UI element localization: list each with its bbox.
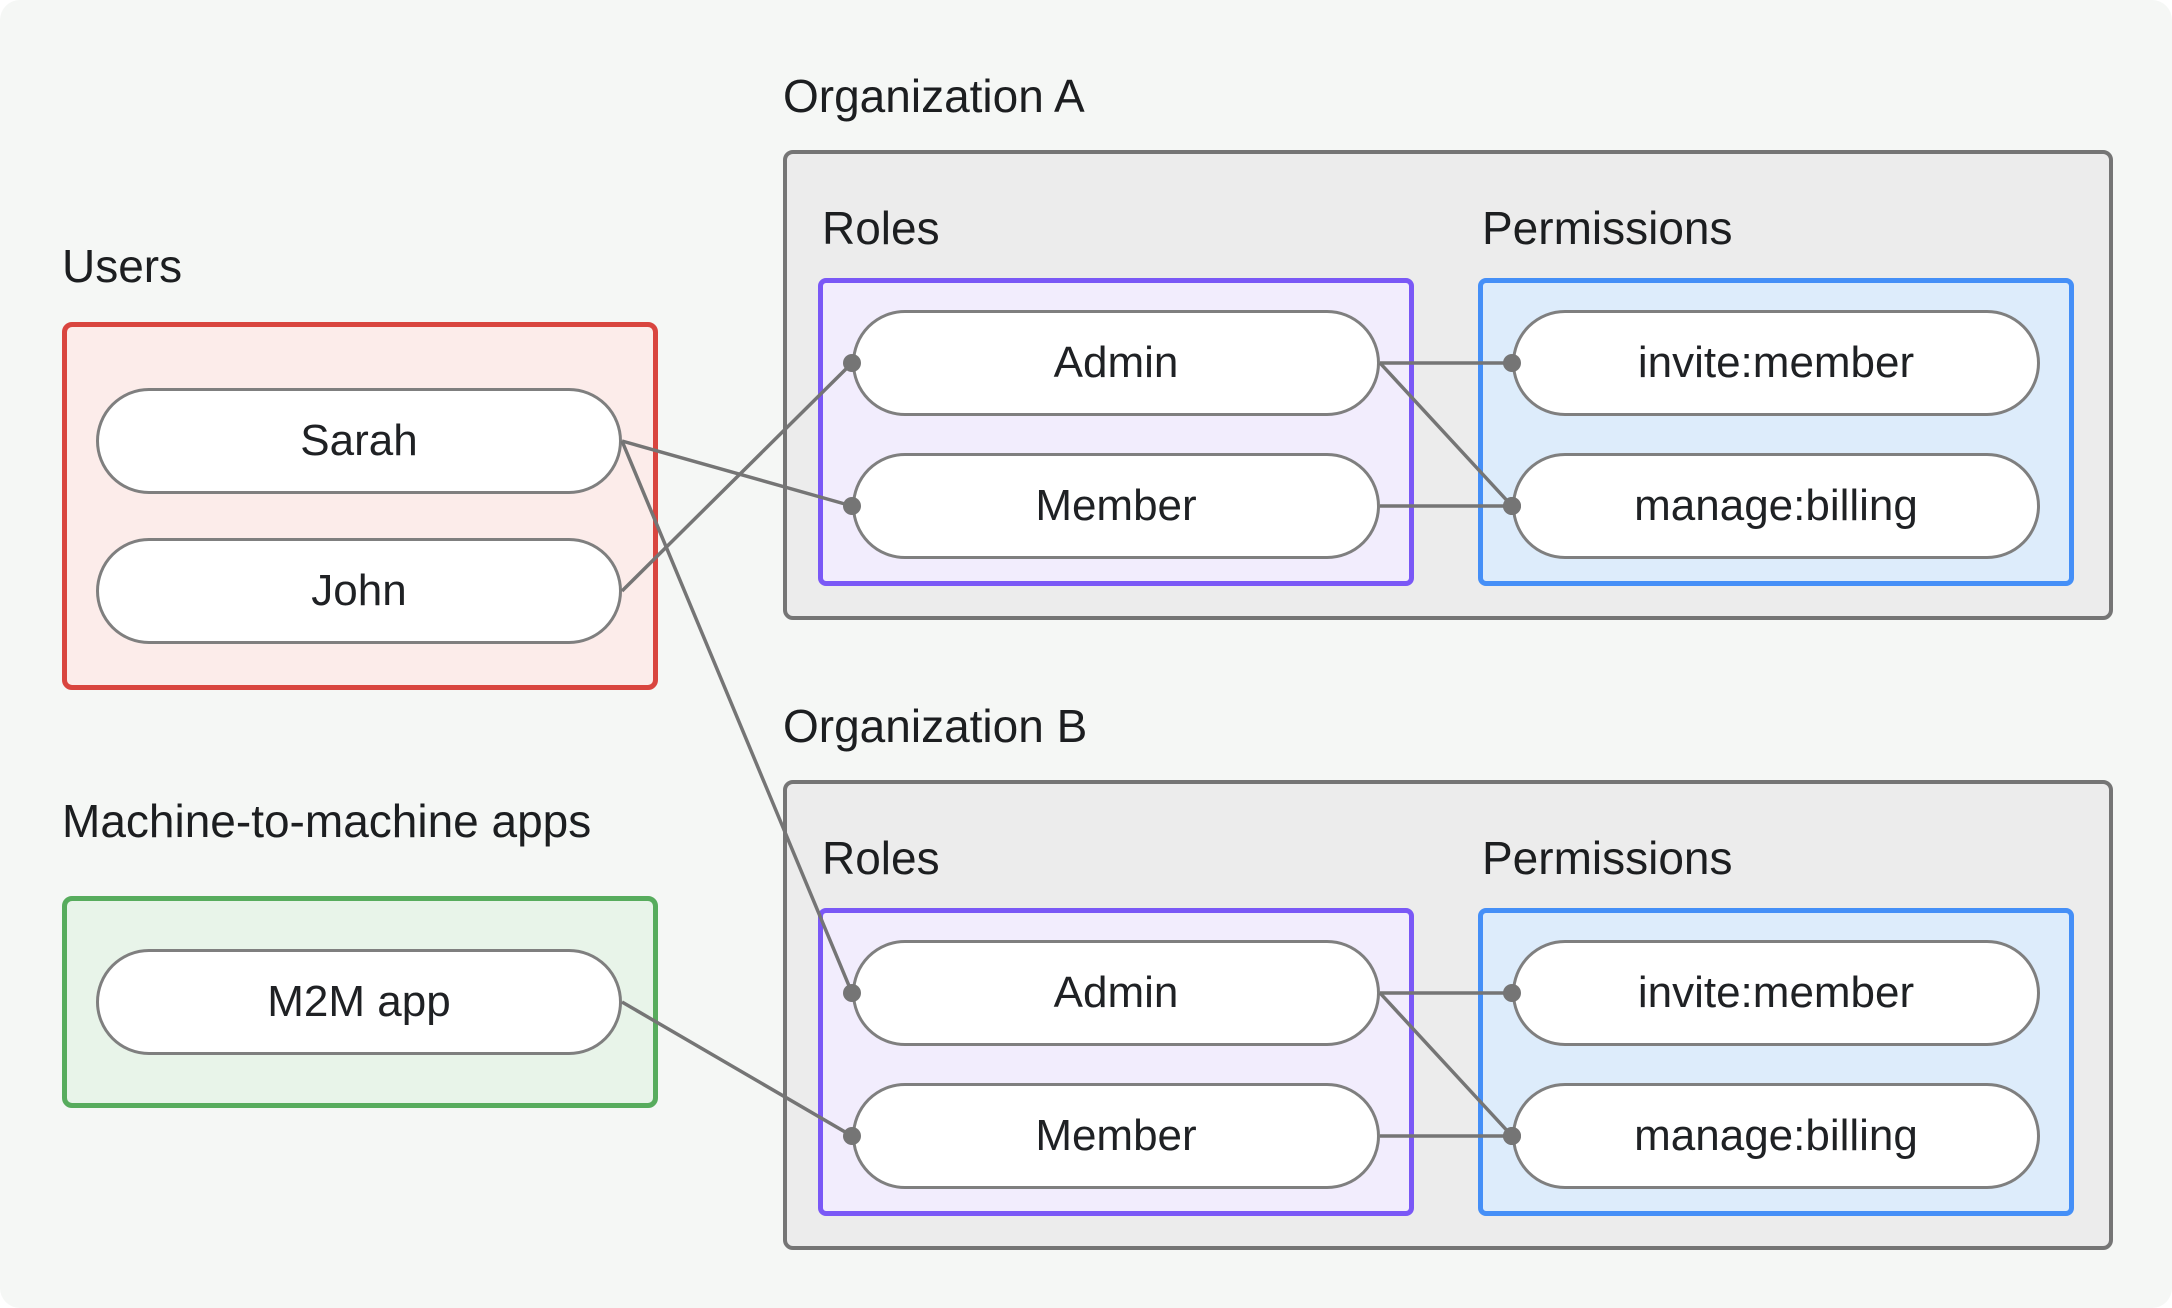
org-a-permissions-label: Permissions <box>1482 202 1733 254</box>
org-b-permissions-box: invite:member manage:billing <box>1478 908 2074 1216</box>
org-b-perm-manage-node: manage:billing <box>1512 1083 2040 1189</box>
m2m-app-node: M2M app <box>96 949 622 1055</box>
users-group-box: Sarah John <box>62 322 658 690</box>
m2m-group-box: M2M app <box>62 896 658 1108</box>
org-a-permissions-box: invite:member manage:billing <box>1478 278 2074 586</box>
users-section-label: Users <box>62 240 183 292</box>
org-a-role-member-node: Member <box>852 453 1380 559</box>
org-b-perm-invite-node: invite:member <box>1512 940 2040 1046</box>
org-a-perm-manage-node: manage:billing <box>1512 453 2040 559</box>
org-a-title: Organization A <box>783 70 1085 122</box>
org-b-permissions-label: Permissions <box>1482 832 1733 884</box>
org-b-roles-label: Roles <box>822 832 940 884</box>
m2m-section-label: Machine-to-machine apps <box>62 795 592 847</box>
user-node-john: John <box>96 538 622 644</box>
org-a-role-admin-node: Admin <box>852 310 1380 416</box>
user-node-sarah: Sarah <box>96 388 622 494</box>
org-a-box: Roles Permissions Admin Member invite:me… <box>783 150 2113 620</box>
org-b-role-member-node: Member <box>852 1083 1380 1189</box>
org-b-box: Roles Permissions Admin Member invite:me… <box>783 780 2113 1250</box>
org-b-role-admin-node: Admin <box>852 940 1380 1046</box>
org-a-roles-box: Admin Member <box>818 278 1414 586</box>
org-a-roles-label: Roles <box>822 202 940 254</box>
org-b-title: Organization B <box>783 700 1088 752</box>
org-b-roles-box: Admin Member <box>818 908 1414 1216</box>
org-a-perm-invite-node: invite:member <box>1512 310 2040 416</box>
